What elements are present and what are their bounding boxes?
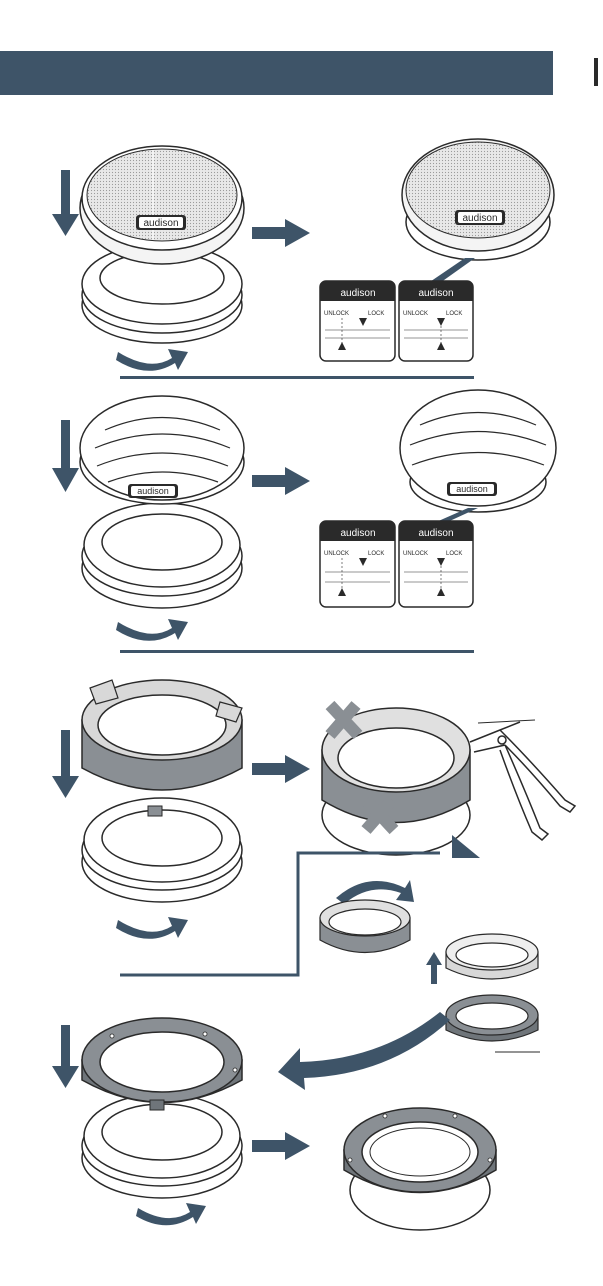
step2-logo-text: audison xyxy=(137,486,169,496)
step1-logo-text: audison xyxy=(143,218,178,229)
step1-panel2-unlock-label: UNLOCK xyxy=(403,311,428,317)
step2-base-ring xyxy=(82,503,242,608)
step1-panel2-logo-text: audison xyxy=(418,288,453,299)
step1-result-logo-text: audison xyxy=(462,213,497,224)
step3-adapter-ring xyxy=(82,680,242,816)
step2-rotate-arrow-icon xyxy=(116,619,188,641)
step2-down-arrow-icon xyxy=(52,420,79,492)
step1-result-grille: audison xyxy=(402,139,554,260)
step3-up-arrow-icon xyxy=(426,952,442,984)
step1-lock-panel-unlock: audison UNLOCK LOCK xyxy=(320,281,395,361)
step4-right-arrow-icon xyxy=(252,1132,310,1160)
step1-round-grille xyxy=(80,146,244,264)
step2-right-arrow-icon xyxy=(252,467,310,495)
step2-lock-panel-lock: audison UNLOCK LOCK xyxy=(399,521,473,607)
step4-flat-ring xyxy=(82,1018,242,1110)
step3-separated-rings xyxy=(446,934,540,1052)
step2-lock-panel-unlock: audison UNLOCK LOCK xyxy=(320,521,395,607)
step2-result-grille: audison xyxy=(400,390,556,512)
step3-right-arrow-icon xyxy=(252,755,310,783)
step3-rotate-arrow-icon xyxy=(116,917,188,939)
step4-curved-arrow-icon xyxy=(278,1012,450,1090)
step1-panel2-lock-label: LOCK xyxy=(446,311,462,317)
step4-result-assembly xyxy=(344,1108,496,1230)
step1-lock-panel-lock: audison UNLOCK LOCK xyxy=(399,281,473,361)
step3-down-arrow-icon xyxy=(52,730,79,798)
step4-down-arrow-icon xyxy=(52,1025,79,1088)
step1-panel1-logo-text: audison xyxy=(340,288,375,299)
step2-panel1-lock-label: LOCK xyxy=(368,551,384,557)
step2-panel1-unlock-label: UNLOCK xyxy=(324,551,349,557)
step1-panel1-lock-label: LOCK xyxy=(368,311,384,317)
step2-panel2-unlock-label: UNLOCK xyxy=(403,551,428,557)
step3-small-adapter-ring xyxy=(320,900,410,953)
step1-rotate-arrow-icon xyxy=(116,349,188,371)
step2-louvered-grille: audison xyxy=(80,396,244,504)
step4-rotate-arrow-icon xyxy=(136,1203,206,1225)
step1-right-arrow-icon xyxy=(252,219,310,247)
step2-panel2-logo-text: audison xyxy=(418,528,453,539)
step1-logo-badge: audison xyxy=(136,215,186,230)
step3-ring-with-cut-tabs xyxy=(322,705,470,855)
pliers-icon xyxy=(470,722,575,840)
step1-down-arrow-icon xyxy=(52,170,79,236)
step2-panel2-lock-label: LOCK xyxy=(446,551,462,557)
step2-result-logo-text: audison xyxy=(456,484,488,494)
step2-panel1-logo-text: audison xyxy=(340,528,375,539)
step1-panel1-unlock-label: UNLOCK xyxy=(324,311,349,317)
